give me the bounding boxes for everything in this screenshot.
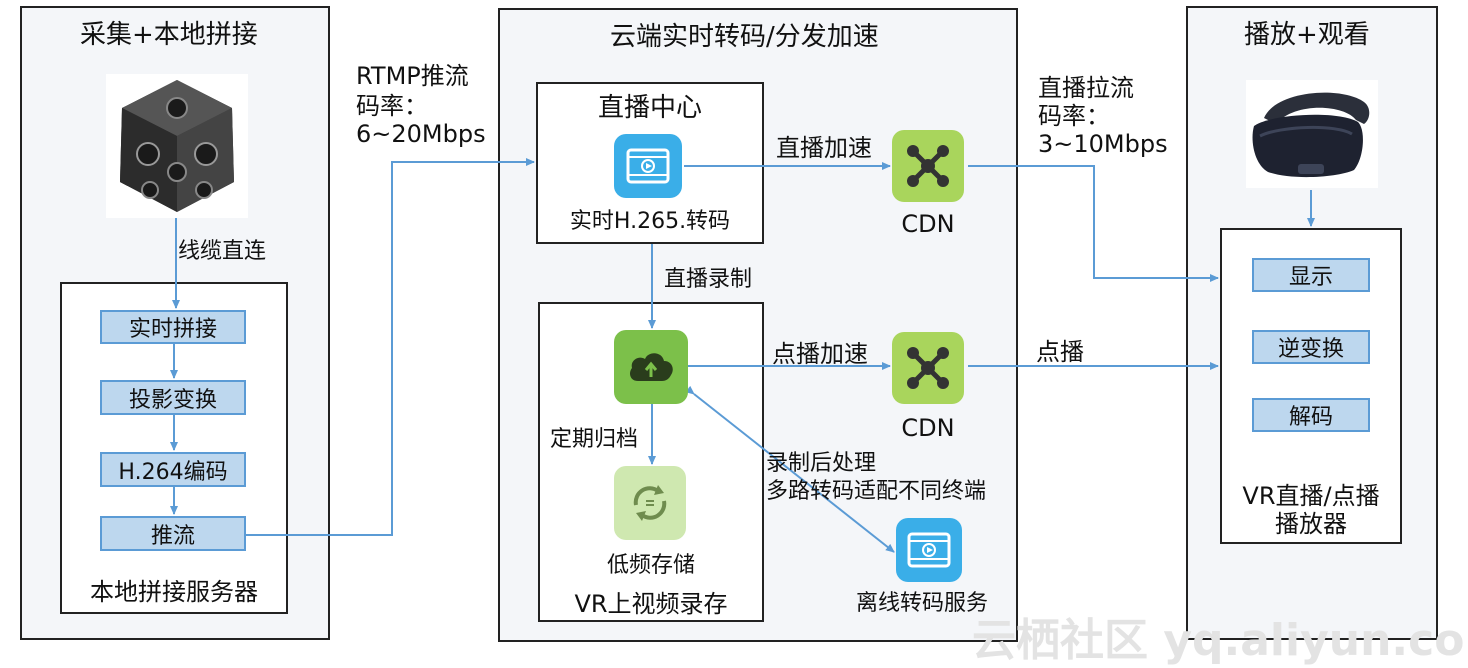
push-label-line1: RTMP推流 (356, 62, 469, 90)
pull-label-line2: 码率： (1038, 102, 1110, 130)
vod-pull-label: 点播 (1036, 338, 1084, 366)
post-process-line2: 多路转码适配不同终端 (766, 479, 987, 504)
vr-camera-rig-icon (106, 74, 248, 218)
capture-step-stitch: 实时拼接 (100, 310, 246, 344)
vod-cdn-label: CDN (901, 414, 955, 442)
player-name-line1: VR直播/点播 (1242, 482, 1380, 510)
live-record-label: 直播录制 (664, 267, 753, 292)
capture-step-projection: 投影变换 (100, 380, 246, 415)
live-transcode-label: 实时H.265.转码 (569, 209, 731, 234)
local-server-label: 本地拼接服务器 (90, 578, 258, 606)
live-cdn-icon (892, 130, 964, 202)
vr-storage-title: VR上视频录存 (574, 590, 728, 618)
capture-step-encode: H.264编码 (100, 452, 246, 487)
player-step-decode: 解码 (1252, 398, 1370, 432)
pull-label-line1: 直播拉流 (1038, 74, 1134, 102)
pull-label-line3: 3~10Mbps (1038, 130, 1168, 158)
live-cdn-label: CDN (901, 210, 955, 238)
cold-storage-icon (614, 466, 686, 540)
cold-storage-label: 低频存储 (606, 553, 695, 578)
post-process-line1: 录制后处理 (766, 451, 877, 476)
live-accel-label: 直播加速 (776, 134, 872, 162)
player-step-display: 显示 (1252, 258, 1370, 292)
push-label-line2: 码率： (356, 92, 428, 120)
capture-panel-title: 采集+本地拼接 (80, 20, 258, 50)
live-center-title: 直播中心 (597, 93, 702, 123)
vod-accel-label: 点播加速 (772, 340, 868, 368)
player-step-inverse-transform: 逆变换 (1252, 330, 1370, 364)
capture-step-push: 推流 (100, 516, 246, 551)
push-label-line3: 6~20Mbps (356, 120, 486, 148)
archive-label: 定期归档 (550, 427, 639, 452)
live-transcode-icon (614, 134, 682, 198)
vr-headset-icon (1246, 80, 1378, 188)
cloud-panel-title: 云端实时转码/分发加速 (610, 22, 879, 52)
watermark: 云栖社区 yq.aliyun.com (972, 615, 1468, 666)
offline-transcode-label: 离线转码服务 (856, 591, 989, 616)
offline-transcode-icon (896, 518, 962, 582)
cable-link-label: 线缆直连 (178, 239, 267, 264)
vod-cdn-icon (892, 332, 964, 404)
player-name-line2: 播放器 (1275, 510, 1347, 538)
live-center-box (536, 82, 764, 244)
playback-panel-title: 播放+观看 (1244, 20, 1370, 50)
recording-cloud-icon (614, 330, 688, 404)
